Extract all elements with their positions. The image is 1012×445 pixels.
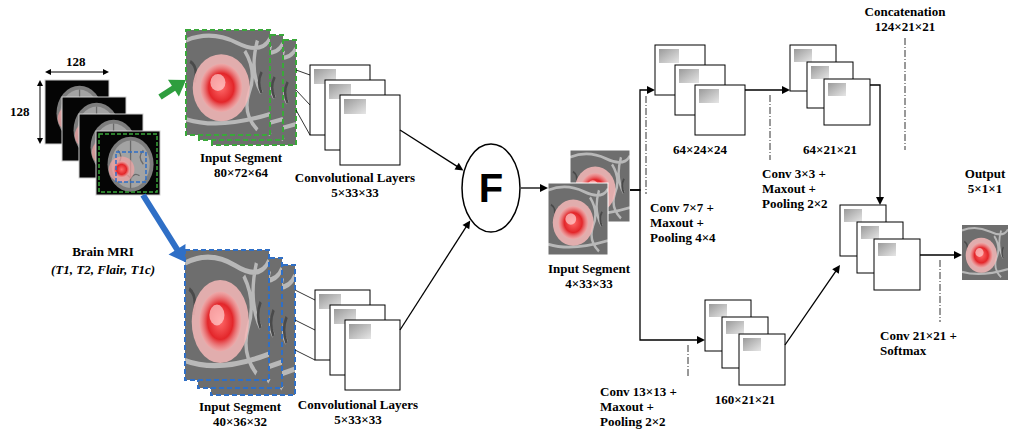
connector-line: [296, 110, 310, 135]
fusion-symbol: F: [479, 166, 503, 210]
arrowhead: [697, 336, 705, 344]
connector-line: [160, 88, 174, 97]
input-segment: Input Segment 4×33×33: [548, 150, 630, 255]
connector-line: [296, 70, 310, 75]
mri-stack: Brain MRI(T1, T2, Flair, T1c): [45, 80, 160, 195]
dimension-label: 128: [10, 104, 30, 119]
connector-line: [630, 90, 648, 190]
connector-line: [295, 320, 315, 330]
arrowhead: [832, 265, 840, 274]
dimension-label: 128: [66, 54, 86, 69]
input-segment: Input Segment 40×36×32: [185, 250, 295, 395]
node-label: Input Segment 4×33×33: [539, 261, 639, 291]
connector-line: [521, 187, 541, 188]
node-label: 160×21×21: [700, 392, 790, 407]
flow-arrow: [745, 86, 790, 94]
label-wrap: 160×21×21: [700, 392, 790, 407]
label-wrap: F: [461, 143, 521, 233]
node-label: Input Segment 80×72×64: [186, 150, 296, 180]
flow-arrow: [920, 251, 962, 259]
green-arrow: [160, 80, 186, 97]
layer-note: Conv 3×3 + Maxout + Pooling 2×2: [762, 166, 850, 211]
label-wrap: Input Segment 40×36×32: [185, 399, 295, 429]
feature-maps: Concatenation 124×21×21: [840, 205, 920, 290]
arrowhead: [876, 197, 884, 205]
input-segment-images: [185, 250, 295, 395]
arrowhead: [782, 86, 790, 94]
label-wrap: 64×21×21: [785, 142, 875, 157]
edge-label-wrap: Conv 7×7 + Maxout + Pooling 4×4: [650, 200, 738, 245]
layer-note: Conv 13×13 + Maxout + Pooling 2×2: [600, 384, 692, 429]
connector-line: [400, 130, 457, 167]
layer-note: Conv 7×7 + Maxout + Pooling 4×4: [650, 200, 738, 245]
feature-maps: Convolutional Layers 5×33×33: [310, 65, 400, 165]
node-label: 64×21×21: [785, 142, 875, 157]
input-segment-images: [548, 150, 630, 255]
label-wrap: Convolutional Layers 5×33×33: [280, 170, 430, 200]
feature-maps: 64×21×21: [790, 45, 870, 125]
feature-maps: 64×24×24: [655, 45, 745, 135]
node-label: Input Segment 40×36×32: [185, 399, 295, 429]
flow-arrow: [521, 184, 548, 192]
mri-slices: [45, 80, 160, 195]
connector-line: [143, 195, 178, 250]
node-label: Brain MRI: [53, 244, 153, 259]
flow-arrow: [400, 220, 470, 330]
node-label: Convolutional Layers 5×33×33: [280, 170, 430, 200]
arrowhead: [454, 163, 463, 171]
label-wrap: Input Segment 4×33×33: [539, 261, 639, 291]
projection-lines: [296, 70, 310, 135]
connector-line: [870, 85, 880, 198]
node-label: Convolutional Layers 5×33×33: [283, 397, 433, 427]
projection-lines: [295, 290, 315, 360]
connector-line: [785, 271, 836, 345]
arrowhead: [647, 86, 655, 94]
connector-line: [295, 350, 315, 360]
feature-maps: 160×21×21: [705, 300, 785, 385]
ellipse-shape: [462, 144, 520, 232]
input-segment-images: [186, 30, 296, 145]
label-wrap: 64×24×24: [655, 142, 745, 157]
label-wrap: Input Segment 80×72×64: [186, 150, 296, 180]
connector-line: [745, 89, 783, 90]
arrowhead: [463, 220, 471, 229]
flow-arrow: [630, 86, 655, 190]
flow-arrow: [785, 265, 840, 345]
input-segment: Input Segment 80×72×64: [186, 30, 296, 145]
fusion-ellipse: F: [461, 143, 521, 233]
flow-arrow: [870, 85, 884, 205]
connector-line: [920, 254, 955, 255]
output-map: Output 5×1×1: [962, 225, 1008, 280]
feature-maps: Convolutional Layers 5×33×33: [315, 290, 400, 390]
label-wrap: Convolutional Layers 5×33×33: [283, 397, 433, 427]
edge-label-wrap: Conv 21×21 + Softmax: [880, 328, 975, 358]
label-wrap: (T1, T2, Flair, T1c): [23, 262, 183, 277]
connector-line: [296, 90, 310, 105]
label-wrap: Brain MRI: [53, 244, 153, 259]
node-label: 64×24×24: [655, 142, 745, 157]
blue-arrow: [143, 195, 186, 262]
node-label: Output 5×1×1: [957, 166, 1012, 196]
layer-note: Conv 21×21 + Softmax: [880, 328, 975, 358]
leader-lines: [646, 38, 940, 378]
connector-line: [295, 290, 315, 300]
flow-arrow: [400, 130, 463, 170]
node-label: (T1, T2, Flair, T1c): [23, 262, 183, 277]
label-wrap: Concatenation 124×21×21: [850, 4, 960, 34]
node-label: Concatenation 124×21×21: [850, 4, 960, 34]
connector-line: [400, 226, 466, 330]
feature-map-stacks: [310, 45, 920, 390]
label-wrap: Output 5×1×1: [957, 166, 1012, 196]
edge-label-wrap: Conv 13×13 + Maxout + Pooling 2×2: [600, 384, 692, 429]
arrowhead: [954, 251, 962, 259]
output-image: [962, 225, 1008, 280]
arrowhead: [540, 184, 548, 192]
edge-label-wrap: Conv 3×3 + Maxout + Pooling 2×2: [762, 166, 850, 211]
